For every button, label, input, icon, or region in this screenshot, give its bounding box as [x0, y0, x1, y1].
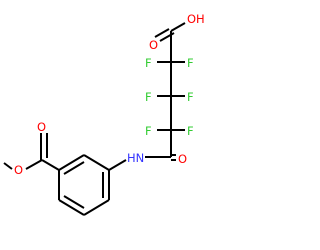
bond-ring-3-inner	[63, 195, 85, 209]
molecule-structure-diagram: O OH F F F F F F O HN O O	[3, 12, 205, 216]
bond-ring-5-inner	[63, 161, 85, 175]
atom-f-c3-left: F	[145, 90, 152, 104]
bond-ring-6	[83, 154, 110, 171]
atom-f-c3-right: F	[187, 90, 194, 104]
atom-f-c2-left: F	[145, 56, 152, 70]
bond-o-methyl	[3, 162, 13, 170]
bond-ring-3	[58, 199, 85, 216]
atom-f-c2-right: F	[187, 56, 194, 70]
bond-ester-c-o	[25, 159, 43, 170]
bonds	[3, 22, 186, 216]
bond-ring-5	[58, 154, 85, 171]
atom-labels: O OH F F F F F F O HN O O	[14, 12, 205, 177]
bond-n-aryl	[108, 159, 127, 171]
bond-c1-o-double-b	[154, 28, 170, 38]
bond-ring-2	[83, 199, 110, 216]
bond-c1-oh	[170, 22, 186, 32]
bond-ring-ester-c	[41, 159, 60, 171]
atom-o-carbonyl-top: O	[149, 38, 158, 52]
atom-nh-amide: HN	[127, 151, 144, 165]
atom-f-c4-left: F	[145, 124, 152, 138]
atom-o-amide: O	[178, 152, 187, 166]
atom-o-ester-carbonyl: O	[37, 120, 46, 134]
atom-oh: OH	[187, 12, 205, 26]
atom-o-ester: O	[14, 163, 23, 177]
atom-f-c4-right: F	[187, 124, 194, 138]
